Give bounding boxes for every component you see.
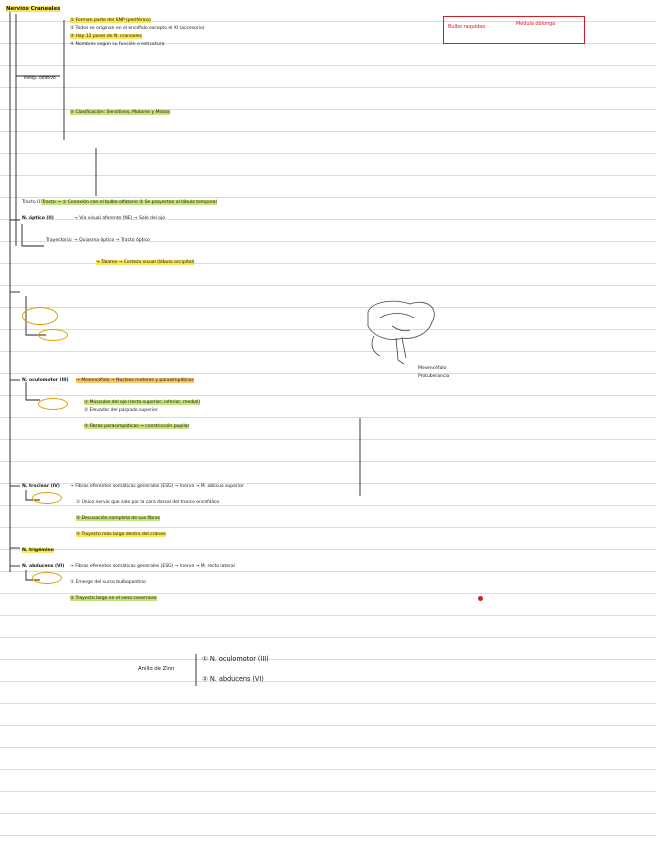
abducens-line-1: → Fibras eferentes somáticas generales (…: [70, 564, 235, 569]
bottom-label: Anillo de Zinn: [138, 666, 175, 672]
legend-item-2: Médula oblonga: [516, 21, 556, 27]
highlight-ring: [38, 329, 68, 341]
optico-line-1: → Vía visual aferente (NE) → Sale del oj…: [74, 216, 166, 221]
highlight-ring: [38, 398, 68, 410]
highlight-ring: [32, 492, 62, 504]
troclear-line-1: → Fibras eferentes somáticas generales (…: [70, 484, 244, 489]
highlight-ring: [32, 572, 62, 584]
abducens-label: N. abducens (VI): [22, 564, 65, 569]
page-title: Nervios Craneales: [6, 6, 61, 12]
legend-item-1: Bulbo raquídeo: [448, 24, 486, 30]
troclear-label: N. troclear (IV): [22, 484, 60, 489]
olfatorio-label-2: Tracto (I): [22, 200, 42, 205]
bottom-item-2: ② N. abducens (VI): [202, 675, 264, 683]
olfatorio-tracto: Tracto → ① Conexión con el bulbo olfator…: [42, 200, 217, 205]
oculomotor-line-3: ② Elevador del párpado superior: [84, 408, 158, 413]
olfatorio-item-5: ⑤ Clasificación: Sensitivos, Motores y M…: [70, 110, 171, 115]
bottom-item-1: ① N. oculomotor (III): [202, 655, 269, 663]
troclear-line-2: ① Único nervio que sale por la cara dors…: [76, 500, 220, 505]
troclear-line-4: ③ Trayecto más largo dentro del cráneo: [76, 532, 166, 537]
figure-label-2: Protuberancia: [418, 374, 450, 379]
optico-label: N. óptico (II): [22, 216, 54, 221]
red-dot: [478, 596, 483, 601]
troclear-line-3: ② Decusación completa de sus fibras: [76, 516, 160, 521]
trigemino-label: N. trigémino: [22, 548, 54, 553]
highlight-ring: [22, 307, 58, 325]
optico-line-2: Trayectoria: → Quiasma óptico → Tracto ó…: [46, 238, 150, 243]
oculomotor-label: N. oculomotor (III): [22, 378, 69, 383]
olfatorio-item-3: ③ Hay 12 pares de N. craneales: [70, 34, 142, 39]
oculomotor-line-2: ① Músculos del ojo (recto superior, infe…: [84, 400, 201, 405]
oculomotor-line-1: → Mesencéfalo → Núcleos motores y parasi…: [76, 378, 194, 383]
legend-box: Bulbo raquídeo Médula oblonga: [443, 16, 585, 44]
olfatorio-label-1: Inesp. olfativo: [24, 76, 56, 81]
olfatorio-item-4: ④ Nombres según su función o estructura: [70, 42, 165, 47]
abducens-line-3: ② Trayecto largo en el seno cavernoso: [70, 596, 157, 601]
oculomotor-line-4: ③ Fibras parasimpáticas → constricción p…: [84, 424, 190, 429]
olfatorio-item-2: ② Todos se originan en el encéfalo excep…: [70, 26, 205, 31]
optico-line-3: → Tálamo → Corteza visual (lóbulo occipi…: [96, 260, 195, 265]
olfatorio-item-1: ① Forman parte del SNP (periférico): [70, 18, 151, 23]
abducens-line-2: ① Emerge del surco bulbopontino: [70, 580, 146, 585]
figure-label-1: Mesencéfalo: [418, 366, 447, 371]
